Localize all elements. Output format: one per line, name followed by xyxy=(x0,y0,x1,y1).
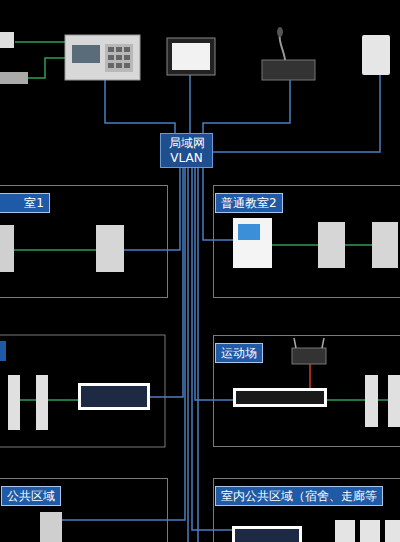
area-title: 公共区域 xyxy=(1,486,61,506)
network-wire xyxy=(213,239,233,241)
control-key xyxy=(108,63,114,68)
network-wire xyxy=(187,168,189,542)
network-link xyxy=(168,168,185,520)
speaker-icon xyxy=(0,225,14,272)
control-keypad xyxy=(105,44,133,72)
area-title: 室内公共区域（宿舍、走廊等 xyxy=(215,486,383,506)
terminal-panel xyxy=(233,218,272,268)
mic-head xyxy=(277,27,283,37)
speaker-icon xyxy=(360,520,380,542)
network-wire xyxy=(105,80,175,133)
speaker-icon xyxy=(372,222,398,268)
control-key xyxy=(124,47,130,52)
amplifier-frame xyxy=(78,383,150,410)
antenna xyxy=(322,338,324,348)
column-speaker xyxy=(365,375,378,427)
network-link xyxy=(203,168,213,240)
control-key xyxy=(116,63,122,68)
device-icon xyxy=(0,32,14,48)
speaker-icon xyxy=(40,512,62,542)
speaker-icon xyxy=(335,520,355,542)
network-wire xyxy=(213,529,232,531)
network-wire xyxy=(213,399,235,401)
area-box: 室1 xyxy=(0,185,168,298)
amplifier-frame xyxy=(233,388,327,407)
paging-console xyxy=(262,60,315,80)
control-key xyxy=(108,47,114,52)
amplifier-frame xyxy=(232,526,302,542)
area-title: 运动场 xyxy=(215,343,263,363)
monitor-screen xyxy=(172,43,210,70)
speaker-icon xyxy=(96,225,124,272)
network-wire xyxy=(203,80,290,133)
speaker-icon xyxy=(362,35,390,75)
network-wire xyxy=(150,168,183,397)
signal-wire xyxy=(15,41,65,43)
network-wire xyxy=(213,75,380,152)
region-box xyxy=(0,335,165,447)
network-wire xyxy=(62,519,168,521)
amplifier-icon xyxy=(236,391,324,404)
network-wire xyxy=(124,249,168,251)
speaker-icon xyxy=(385,520,400,542)
column-speaker xyxy=(36,375,48,430)
column-speaker xyxy=(388,375,400,427)
speaker-wire xyxy=(20,399,80,401)
area-box: 普通教室2 xyxy=(213,185,400,298)
region-tag xyxy=(0,341,6,361)
control-key xyxy=(116,55,122,60)
area-box: 室内公共区域（宿舍、走廊等 xyxy=(213,478,400,542)
area-box: 运动场 xyxy=(213,335,400,447)
network-wire xyxy=(197,168,199,542)
control-key xyxy=(108,55,114,60)
speaker-wire xyxy=(14,249,96,251)
area-title: 普通教室2 xyxy=(215,193,283,213)
wireless-receiver xyxy=(292,348,326,364)
network-wire xyxy=(189,75,191,133)
control-key xyxy=(116,47,122,52)
area-box: 公共区域 xyxy=(0,478,168,542)
speaker-icon xyxy=(318,222,345,268)
terminal-screen xyxy=(238,224,260,240)
signal-wire xyxy=(28,58,65,78)
column-speaker xyxy=(8,375,20,430)
control-key xyxy=(124,63,130,68)
amplifier-icon xyxy=(81,386,147,407)
network-link xyxy=(192,168,213,530)
audio-wire xyxy=(309,364,311,390)
control-key xyxy=(124,55,130,60)
network-link xyxy=(195,168,213,400)
area-title: 室1 xyxy=(0,193,50,213)
mic-neck xyxy=(280,34,285,60)
control-screen xyxy=(72,45,100,63)
antenna xyxy=(294,338,296,348)
amplifier-icon xyxy=(235,529,299,542)
control-unit xyxy=(65,35,140,80)
device-icon xyxy=(0,72,28,84)
hub-label: 局域网 VLAN xyxy=(163,136,210,166)
network-hub: 局域网 VLAN xyxy=(160,133,213,168)
monitor-icon xyxy=(167,38,215,75)
network-link xyxy=(168,168,180,250)
